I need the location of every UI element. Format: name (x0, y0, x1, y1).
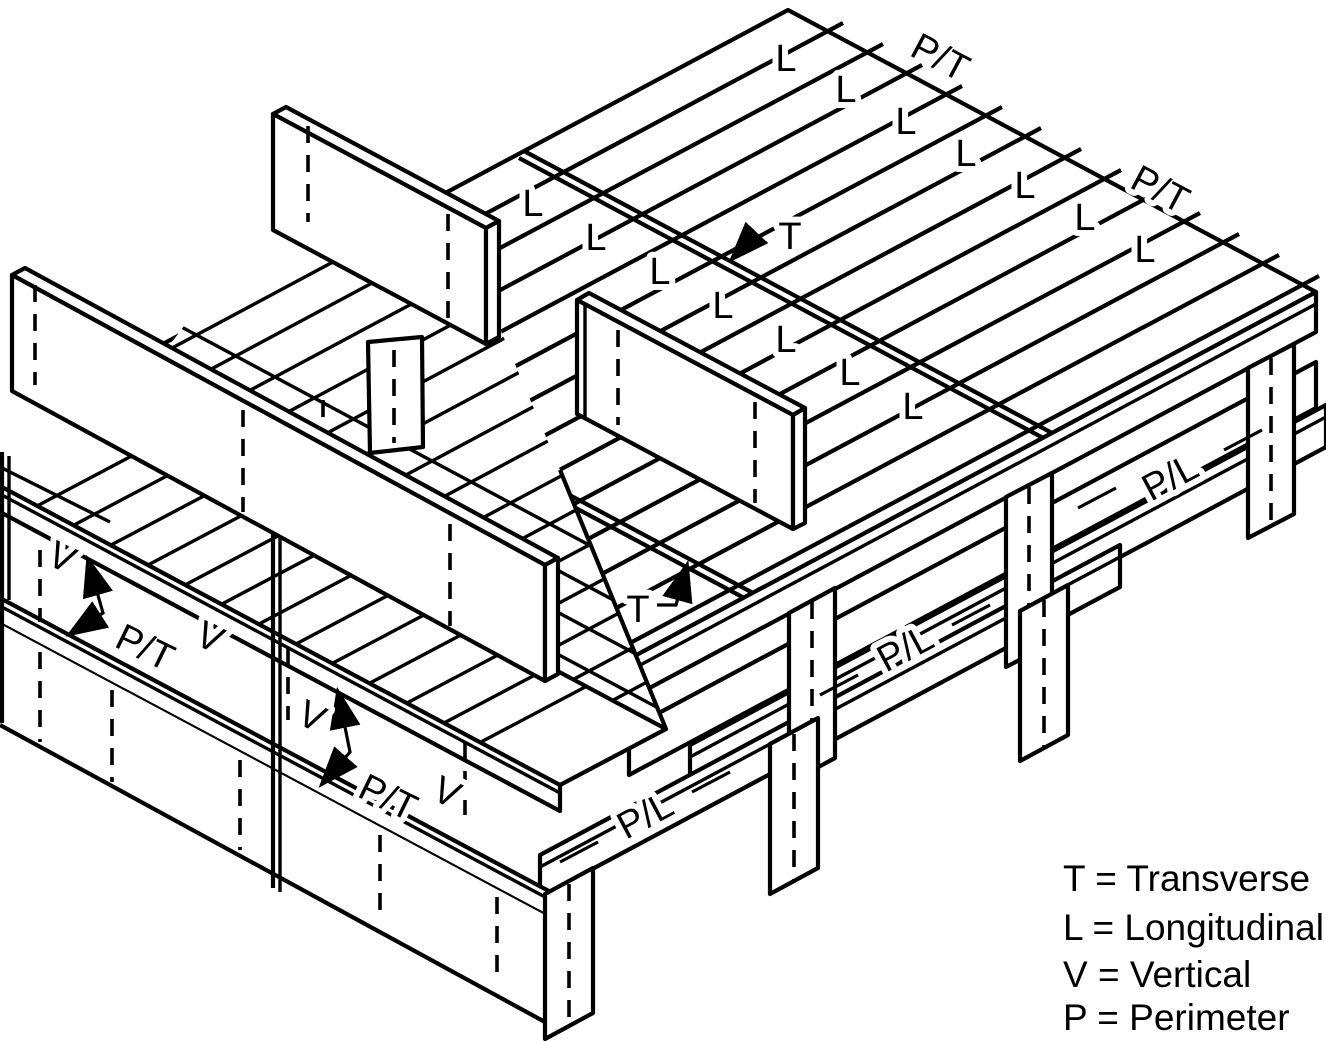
label-longitudinal: L (895, 101, 916, 143)
label-longitudinal: L (775, 38, 796, 80)
front-faces (0, 400, 596, 1041)
wall-panels (9, 104, 808, 684)
upper-fascia-inner-line (628, 302, 1317, 673)
pt-double-arrow-left (65, 554, 113, 637)
panel-middle (574, 290, 808, 532)
transverse-joint-1b (518, 156, 1048, 442)
legend-longitudinal: L = Longitudinal (1063, 907, 1324, 948)
label-longitudinal: L (522, 183, 543, 225)
panel-front-left (9, 265, 561, 684)
legend-transverse: T = Transverse (1063, 858, 1310, 899)
panel-end-cap (790, 405, 808, 532)
support-legs (767, 341, 1297, 897)
legend-vertical: V = Vertical (1063, 954, 1251, 995)
label-vertical: V (41, 533, 83, 582)
label-transverse: T (778, 216, 801, 258)
label-longitudinal: L (835, 69, 856, 111)
label-longitudinal: L (649, 251, 670, 293)
right-understructure (537, 289, 1326, 900)
pl-leader-ticks (559, 428, 1263, 864)
label-longitudinal: L (839, 352, 860, 394)
label-vertical: V (189, 613, 231, 662)
legend: T = Transverse L = Longitudinal V = Vert… (1063, 858, 1324, 1038)
t-leader-middle (657, 559, 693, 607)
transverse-joint-1 (523, 149, 1053, 435)
legend-perimeter: P = Perimeter (1063, 997, 1290, 1038)
label-longitudinal: L (775, 319, 796, 361)
label-longitudinal: L (1014, 165, 1035, 207)
label-vertical: V (426, 768, 468, 817)
panel-back-left (270, 104, 502, 347)
vertical-lamination-hidden-lines (38, 400, 499, 982)
t-leader-top (728, 221, 769, 263)
panel-end-cap (542, 555, 561, 684)
label-longitudinal: L (1134, 229, 1155, 271)
strip-corner-edge (1, 466, 111, 524)
panel-end-cap (483, 218, 502, 347)
leaders (65, 221, 1263, 864)
label-longitudinal: L (955, 133, 976, 175)
leg (1245, 341, 1297, 541)
pt-double-arrow-right (318, 686, 361, 788)
label-transverse: T (626, 589, 649, 631)
label-longitudinal: L (585, 217, 606, 259)
label-vertical: V (291, 692, 333, 741)
label-longitudinal: L (712, 285, 733, 327)
label-longitudinal: L (1074, 197, 1095, 239)
label-longitudinal: L (902, 386, 923, 428)
